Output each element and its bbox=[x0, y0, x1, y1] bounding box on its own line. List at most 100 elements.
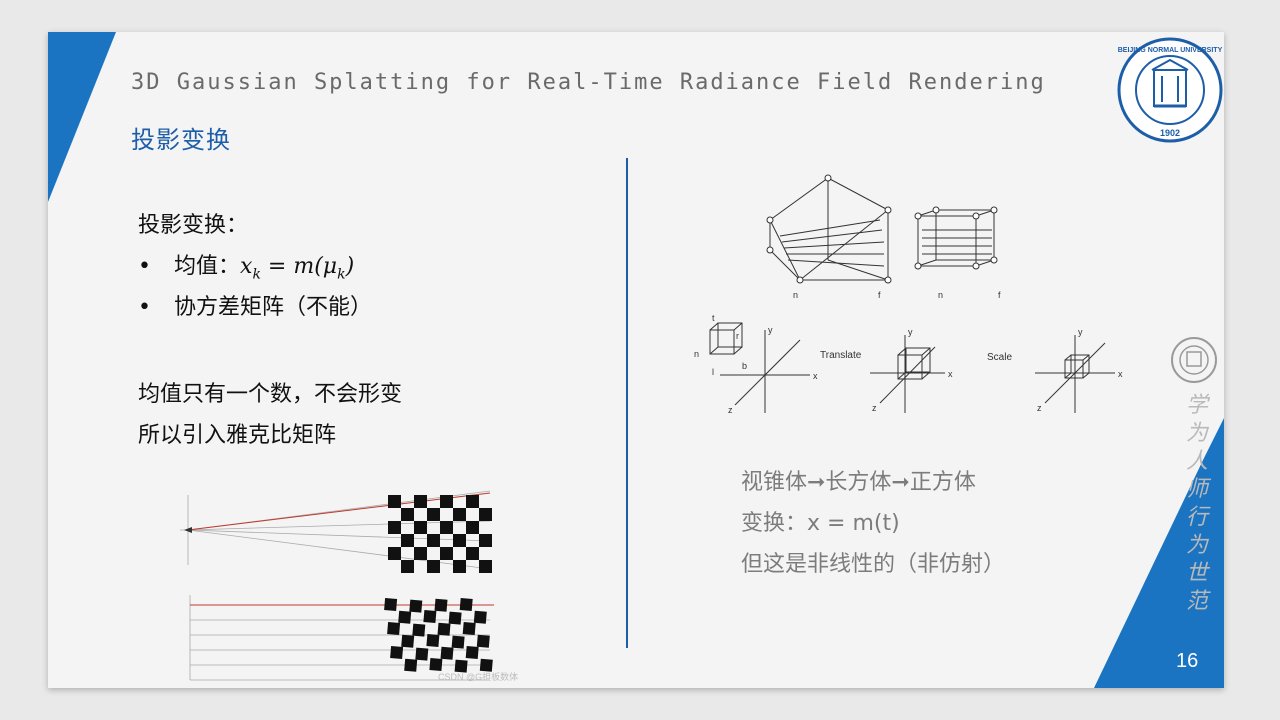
checker-cell bbox=[401, 634, 415, 648]
checker-cell bbox=[401, 508, 414, 521]
axis-x-2: x bbox=[948, 369, 953, 379]
checker-cell bbox=[398, 610, 412, 624]
checker-cell bbox=[387, 622, 401, 635]
bullet-dot: • bbox=[138, 254, 151, 279]
checker-cell bbox=[388, 521, 401, 534]
checker-cell bbox=[390, 646, 404, 659]
checker-cell bbox=[465, 646, 479, 659]
axis-y-2: y bbox=[908, 327, 913, 337]
right-text-block: 视锥体➞长方体➞正方体 变换：x = m(t) 但这是非线性的（非仿射） bbox=[741, 462, 1005, 585]
checker-cell bbox=[429, 658, 443, 671]
frustum-label-f2: f bbox=[998, 290, 1001, 300]
logo-year: 1902 bbox=[1160, 128, 1180, 138]
checker-cell bbox=[427, 508, 440, 521]
checker-cell bbox=[384, 598, 398, 611]
checker-cell bbox=[415, 647, 429, 661]
checker-cell bbox=[462, 622, 476, 635]
section-title: 投影变换 bbox=[131, 126, 231, 154]
checker-cell bbox=[479, 658, 493, 672]
axis-z-1: z bbox=[728, 405, 733, 415]
checker-cell bbox=[423, 610, 437, 623]
bullet-covariance-label: 协方差矩阵（不能） bbox=[174, 295, 373, 320]
checker-cell bbox=[473, 610, 487, 624]
checker-cell bbox=[466, 521, 479, 534]
checker-cell bbox=[414, 547, 427, 560]
column-divider bbox=[626, 158, 628, 648]
checker-cell bbox=[401, 560, 414, 573]
transform-figure: y x z t n l b r Translate y x z Scale y … bbox=[694, 315, 1123, 415]
frustum-figure: n f n f bbox=[766, 174, 1001, 300]
axis-z-2: z bbox=[872, 403, 877, 413]
label-r: r bbox=[736, 331, 739, 341]
axis-z-3: z bbox=[1037, 403, 1042, 413]
label-b: b bbox=[742, 361, 747, 371]
transform-formula-text: 变换：x = m(t) bbox=[741, 511, 900, 536]
label-l: l bbox=[712, 367, 714, 377]
checker-cell bbox=[434, 598, 448, 612]
checker-cell bbox=[427, 560, 440, 573]
checker-cell bbox=[453, 534, 466, 547]
checker-cell bbox=[448, 611, 462, 625]
corner-decoration-top-left bbox=[48, 32, 116, 202]
checker-cell bbox=[479, 508, 492, 521]
translate-label: Translate bbox=[820, 350, 862, 361]
left-text-block: 投影变换： • 均值：xk = m(μk) • 协方差矩阵（不能） 均值只有一个数，… bbox=[138, 205, 402, 456]
checker-cell bbox=[412, 623, 426, 637]
checker-cell bbox=[440, 646, 454, 660]
watermark: CSDN @G担板数体 bbox=[438, 672, 519, 682]
checker-cell bbox=[453, 560, 466, 573]
page-number: 16 bbox=[1176, 650, 1199, 672]
checker-cell bbox=[453, 508, 466, 521]
corner-decoration-bottom-right bbox=[1094, 418, 1224, 688]
checker-cell bbox=[427, 534, 440, 547]
checker-cell bbox=[440, 495, 453, 508]
checker-cell bbox=[426, 634, 440, 647]
axis-y-3: y bbox=[1078, 327, 1083, 337]
checkerboard-figure bbox=[180, 490, 494, 681]
bullet-dot: • bbox=[138, 295, 151, 320]
checker-cell bbox=[459, 598, 473, 611]
checker-cell bbox=[466, 547, 479, 560]
checker-cell bbox=[414, 495, 427, 508]
bullet-mean: • 均值：xk = m(μk) bbox=[138, 246, 402, 287]
slide: 1902 BEIJING NORMAL UNIVERSITY 学 为 人 师 行… bbox=[48, 32, 1224, 688]
checker-cell bbox=[388, 547, 401, 560]
checker-cell bbox=[451, 635, 465, 649]
checker-cell bbox=[479, 560, 492, 573]
checker-cell bbox=[440, 521, 453, 534]
nonlinear-note-text: 但这是非线性的（非仿射） bbox=[741, 552, 1006, 577]
checker-cell bbox=[440, 547, 453, 560]
axis-x-3: x bbox=[1118, 369, 1123, 379]
frustum-to-cube-text: 视锥体➞长方体➞正方体 bbox=[741, 470, 976, 495]
frustum-label-n1: n bbox=[793, 290, 798, 300]
bullet-mean-label: 均值： bbox=[174, 254, 241, 279]
checker-cell bbox=[437, 622, 451, 636]
checker-cell bbox=[388, 495, 401, 508]
bullet-covariance: • 协方差矩阵（不能） bbox=[138, 287, 402, 328]
university-logo: 1902 BEIJING NORMAL UNIVERSITY bbox=[1117, 37, 1223, 143]
checkerboard-bottom bbox=[384, 598, 493, 673]
frustum-label-f1: f bbox=[878, 290, 881, 300]
checker-cell bbox=[414, 521, 427, 534]
header-title: 3D Gaussian Splatting for Real-Time Radi… bbox=[131, 70, 1046, 95]
checker-cell bbox=[466, 495, 479, 508]
motto-text: 学 为 人 师 行 为 世 范 bbox=[1186, 393, 1209, 612]
paragraph-line-2: 所以引入雅克比矩阵 bbox=[138, 423, 337, 448]
checker-cell bbox=[476, 634, 490, 648]
axis-y-1: y bbox=[768, 325, 773, 335]
checker-cell bbox=[479, 534, 492, 547]
checkerboard-top bbox=[388, 495, 492, 573]
checker-cell bbox=[404, 658, 418, 672]
label-t: t bbox=[712, 315, 715, 323]
checker-cell bbox=[454, 659, 468, 673]
university-logo-small bbox=[1171, 337, 1217, 383]
label-n: n bbox=[694, 349, 699, 359]
projection-heading: 投影变换： bbox=[138, 213, 249, 238]
axis-x-1: x bbox=[813, 371, 818, 381]
mean-formula: xk = m(μk) bbox=[240, 254, 355, 283]
frustum-label-n2: n bbox=[938, 290, 943, 300]
checker-cell bbox=[409, 599, 423, 613]
scale-label: Scale bbox=[987, 352, 1012, 363]
checker-cell bbox=[401, 534, 414, 547]
paragraph-line-1: 均值只有一个数，不会形变 bbox=[138, 382, 403, 407]
